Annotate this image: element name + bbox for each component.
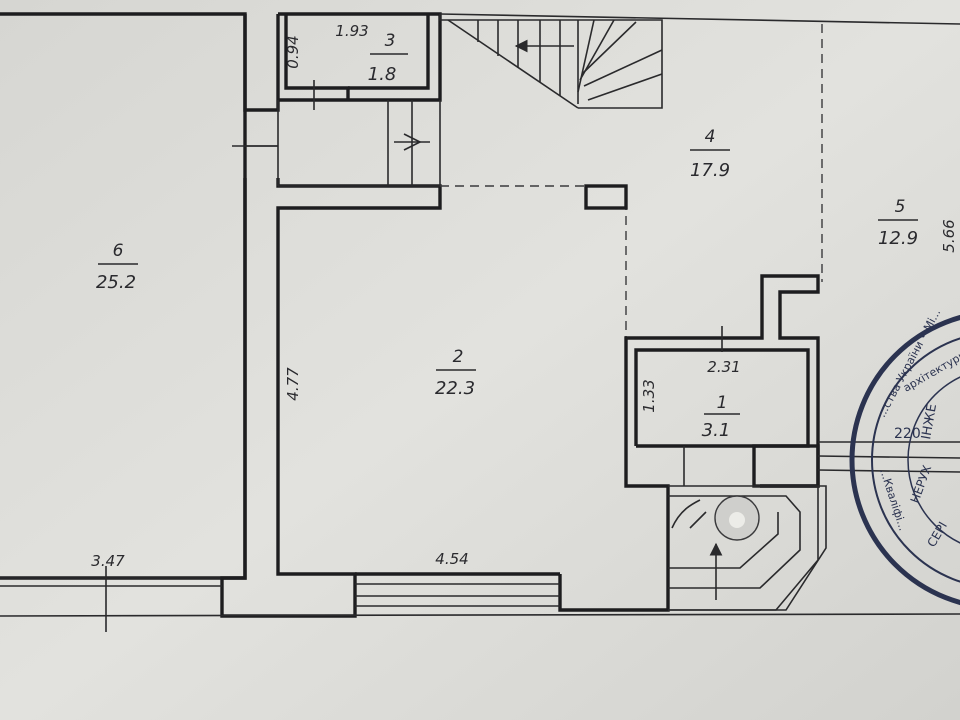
- room-4-number: 4: [705, 127, 716, 147]
- room-6-number: 6: [113, 241, 124, 261]
- dim-room3-depth: 0.94: [284, 35, 302, 68]
- dim-room5-side: 5.66: [940, 219, 958, 252]
- room-4-area: 17.9: [690, 160, 730, 181]
- stamp-number: 220: [894, 426, 921, 442]
- dim-room3-width: 1.93: [335, 22, 368, 40]
- room-1-number: 1: [717, 393, 728, 413]
- room-1-area: 3.1: [702, 420, 731, 441]
- room-2-area: 22.3: [435, 378, 475, 399]
- stamp-center-line2: ІНЖЕ: [919, 403, 940, 441]
- right-exterior-lines: [817, 441, 960, 473]
- entrance-porch: [668, 485, 827, 611]
- room-5-number: 5: [895, 197, 906, 217]
- outer-bottom-line: [0, 613, 960, 617]
- room-5-area: 12.9: [878, 228, 918, 249]
- dim-room2-depth: 4.77: [284, 367, 302, 401]
- staircase: [439, 13, 960, 109]
- room-2-number: 2: [453, 347, 464, 367]
- dim-room1-width: 2.31: [707, 358, 740, 376]
- room-6-area: 25.2: [96, 272, 136, 293]
- dim-marker-3-47: [0, 566, 222, 632]
- room-3-area: 1.8: [368, 64, 397, 85]
- room-3-walls: [277, 12, 442, 187]
- dim-room1-depth: 1.33: [640, 379, 658, 412]
- room-3-number: 3: [385, 31, 396, 51]
- dim-room2-width: 4.54: [435, 550, 468, 568]
- dim-room6-width: 3.47: [91, 552, 125, 570]
